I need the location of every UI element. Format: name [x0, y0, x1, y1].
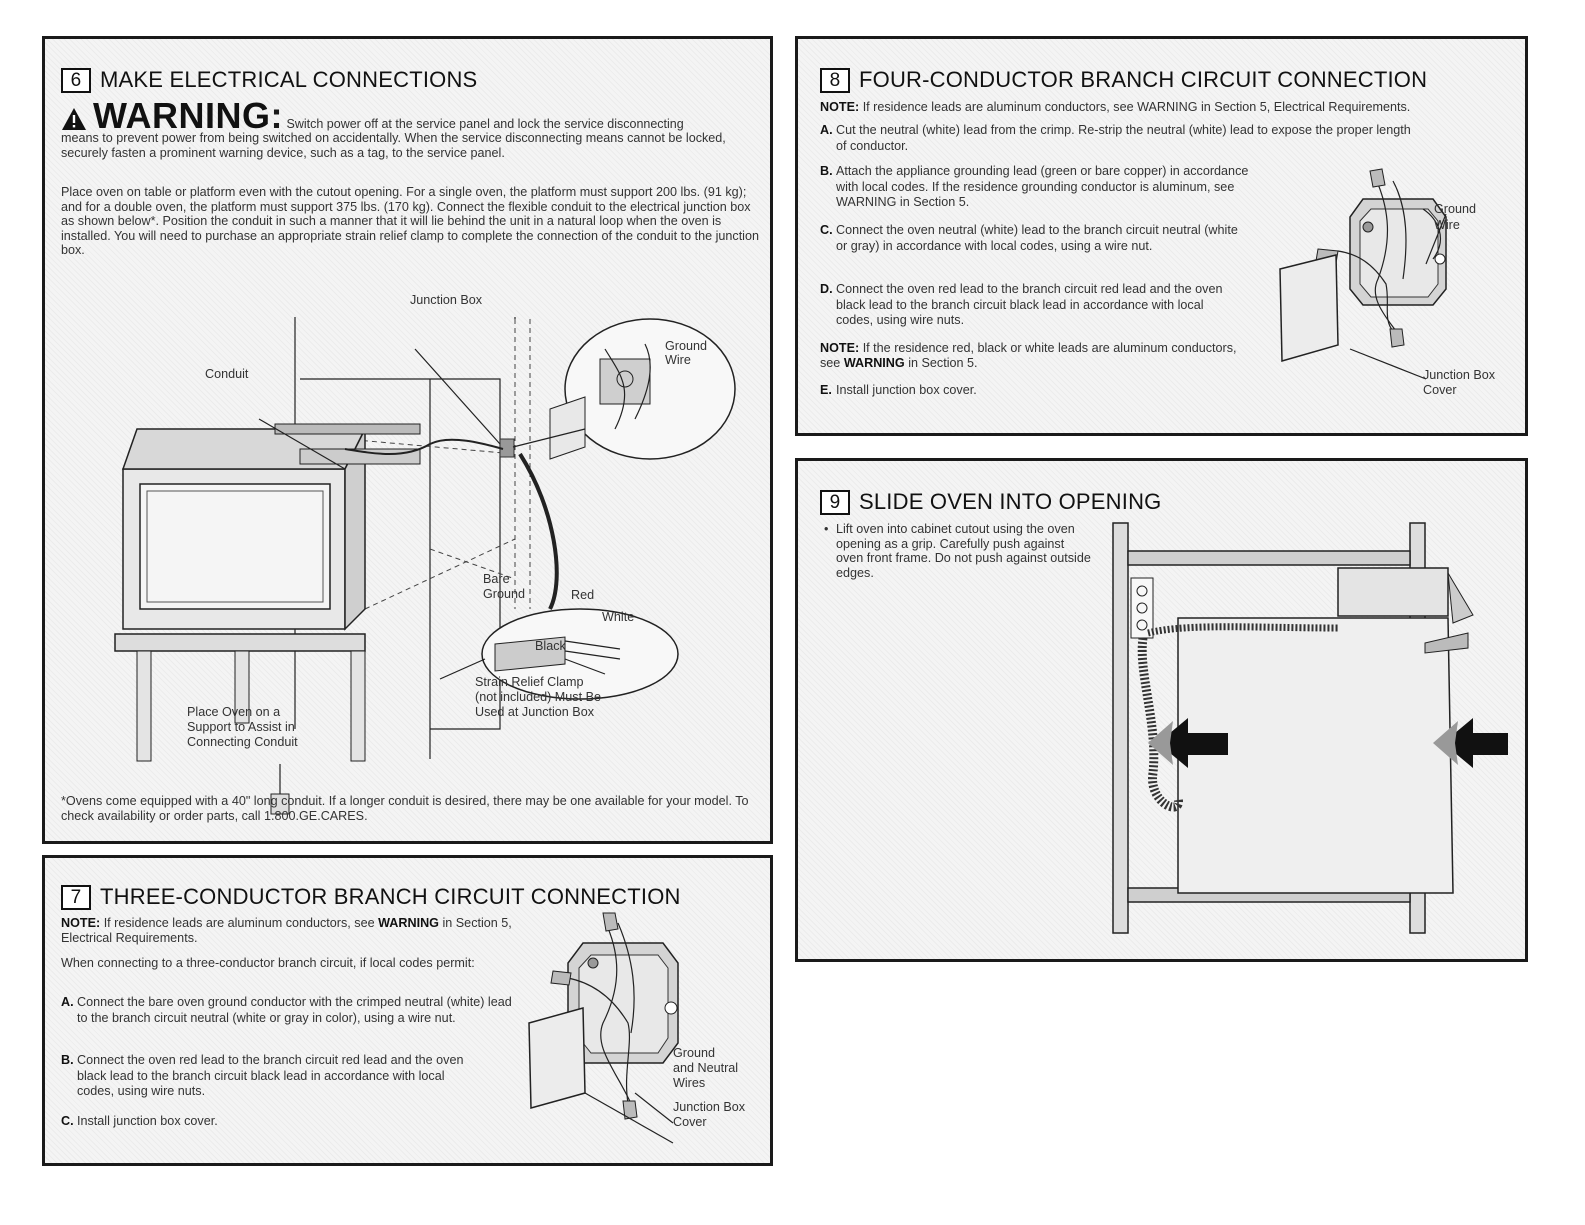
- note-tail: in Section 5.: [908, 355, 978, 370]
- three-conductor-junction-box-diagram: [528, 912, 679, 1144]
- section-number: 8: [820, 67, 850, 93]
- item-text: Connect the oven neutral (white) lead to…: [836, 223, 1238, 253]
- item-letter: A.: [820, 123, 833, 137]
- label-ground-neutral-2: and Neutral: [673, 1061, 739, 1075]
- label-ground-neutral-3: Wires: [673, 1076, 706, 1090]
- label-black: Black: [535, 639, 566, 653]
- section-title: FOUR-CONDUCTOR BRANCH CIRCUIT CONNECTION: [859, 67, 1428, 92]
- note-text: If the residence red, black or white lea…: [820, 341, 1237, 370]
- section-8-note-2: NOTE: If the residence red, black or whi…: [820, 341, 1240, 370]
- item-letter: D.: [820, 282, 833, 296]
- note-label: NOTE:: [820, 341, 860, 355]
- label-ground-wire-1: Ground: [1434, 202, 1477, 216]
- note-text: If residence leads are aluminum conducto…: [862, 100, 1411, 114]
- item-text: Install junction box cover.: [836, 383, 977, 397]
- note-label: NOTE:: [61, 916, 101, 930]
- item-text: Install junction box cover.: [77, 1114, 218, 1128]
- warning-word: WARNING: [93, 95, 271, 136]
- warning-line: WARNING: Switch power off at the service…: [61, 95, 684, 137]
- label-support-1: Place Oven on a: [187, 705, 281, 719]
- bullet-text: Lift oven into cabinet cutout using the …: [836, 522, 1091, 580]
- section-title: THREE-CONDUCTOR BRANCH CIRCUIT CONNECTIO…: [100, 884, 681, 909]
- slide-oven-diagram: [1112, 522, 1508, 934]
- label-ground: Ground: [483, 587, 526, 601]
- warning-text: means to prevent power from being switch…: [61, 131, 726, 160]
- section-8-item-b: B.Attach the appliance grounding lead (g…: [820, 164, 1250, 211]
- four-conductor-junction-box-diagram: [1279, 168, 1447, 380]
- warning-colon: :: [270, 95, 283, 136]
- push-arrow-right-icon: [1433, 718, 1508, 768]
- push-arrow-left-icon: [1148, 718, 1228, 768]
- bullet-dot: •: [824, 522, 829, 536]
- section-7-note: NOTE: If residence leads are aluminum co…: [61, 916, 536, 945]
- item-letter: E.: [820, 383, 832, 397]
- section-number: 9: [820, 489, 850, 515]
- label-white: White: [602, 610, 635, 624]
- label-junction-box-cover-2: Cover: [1423, 383, 1457, 397]
- section-number: 7: [61, 884, 91, 910]
- section-7-heading: 7 THREE-CONDUCTOR BRANCH CIRCUIT CONNECT…: [61, 884, 681, 910]
- label-junction-box-cover-1: Junction Box: [1423, 368, 1496, 382]
- section-6-body: Place oven on table or platform even wit…: [61, 185, 759, 258]
- section-7-intro: When connecting to a three-conductor bra…: [61, 956, 475, 970]
- item-letter: B.: [820, 164, 833, 178]
- label-strain-3: Used at Junction Box: [475, 705, 595, 719]
- section-title: SLIDE OVEN INTO OPENING: [859, 489, 1162, 514]
- label-strain-1: Strain Relief Clamp: [475, 675, 584, 689]
- section-8-heading: 8 FOUR-CONDUCTOR BRANCH CIRCUIT CONNECTI…: [820, 67, 1427, 93]
- label-junction-box-cover-2: Cover: [673, 1115, 707, 1129]
- note-bold: WARNING: [843, 355, 905, 370]
- section-8-item-a: A.Cut the neutral (white) lead from the …: [820, 123, 1420, 154]
- label-support-2: Support to Assist in: [187, 720, 295, 734]
- label-ground-wire-1: Ground: [665, 339, 708, 353]
- item-text: Attach the appliance grounding lead (gre…: [836, 164, 1249, 209]
- note-text: If residence leads are aluminum conducto…: [103, 916, 375, 930]
- section-title: MAKE ELECTRICAL CONNECTIONS: [100, 67, 478, 92]
- section-number: 6: [61, 67, 91, 93]
- item-text: Connect the oven red lead to the branch …: [836, 282, 1223, 327]
- label-junction-box: Junction Box: [410, 293, 483, 307]
- section-8-note-1: NOTE: If residence leads are aluminum co…: [820, 100, 1520, 115]
- item-letter: C.: [820, 223, 833, 237]
- label-strain-2: (not included) Must Be: [475, 690, 601, 704]
- item-letter: B.: [61, 1053, 74, 1067]
- section-6-panel: 6 MAKE ELECTRICAL CONNECTIONS WARNING: S…: [42, 36, 773, 844]
- label-bare: Bare: [483, 572, 510, 586]
- label-ground-wire-2: Wire: [665, 353, 691, 367]
- note-label: NOTE:: [820, 100, 860, 114]
- section-7-item-c: C.Install junction box cover.: [61, 1114, 481, 1130]
- item-text: Connect the bare oven ground conductor w…: [77, 995, 512, 1025]
- section-8-panel: 8 FOUR-CONDUCTOR BRANCH CIRCUIT CONNECTI…: [795, 36, 1528, 436]
- section-8-item-d: D.Connect the oven red lead to the branc…: [820, 282, 1240, 329]
- section-8-item-c: C.Connect the oven neutral (white) lead …: [820, 223, 1250, 254]
- section-9-panel: 9 SLIDE OVEN INTO OPENING • Lift oven in…: [795, 458, 1528, 962]
- warning-first-line: Switch power off at the service panel an…: [286, 117, 684, 131]
- label-red: Red: [571, 588, 595, 602]
- section-6-heading: 6 MAKE ELECTRICAL CONNECTIONS: [61, 67, 477, 93]
- item-letter: C.: [61, 1114, 74, 1128]
- label-ground-wire-2: Wire: [1434, 218, 1460, 232]
- label-ground-neutral-1: Ground: [673, 1046, 716, 1060]
- label-conduit: Conduit: [205, 367, 249, 381]
- section-9-bullet: • Lift oven into cabinet cutout using th…: [824, 522, 1094, 580]
- item-text: Cut the neutral (white) lead from the cr…: [836, 123, 1411, 153]
- section-7-item-b: B.Connect the oven red lead to the branc…: [61, 1053, 481, 1100]
- section-6-footnote: *Ovens come equipped with a 40" long con…: [61, 794, 749, 823]
- section-7-item-a: A.Connect the bare oven ground conductor…: [61, 995, 521, 1026]
- oven-connection-diagram: [114, 317, 736, 815]
- note-tail: in Section 5, Electrical Requirements.: [61, 916, 512, 945]
- note-bold: WARNING: [378, 916, 439, 930]
- warning-triangle-icon: [62, 108, 86, 130]
- section-7-panel: 7 THREE-CONDUCTOR BRANCH CIRCUIT CONNECT…: [42, 855, 773, 1166]
- item-letter: A.: [61, 995, 74, 1009]
- label-support-3: Connecting Conduit: [187, 735, 298, 749]
- label-junction-box-cover-1: Junction Box: [673, 1100, 746, 1114]
- section-9-heading: 9 SLIDE OVEN INTO OPENING: [820, 489, 1161, 515]
- item-text: Connect the oven red lead to the branch …: [77, 1053, 464, 1098]
- section-8-item-e: E. Install junction box cover.: [820, 383, 1220, 399]
